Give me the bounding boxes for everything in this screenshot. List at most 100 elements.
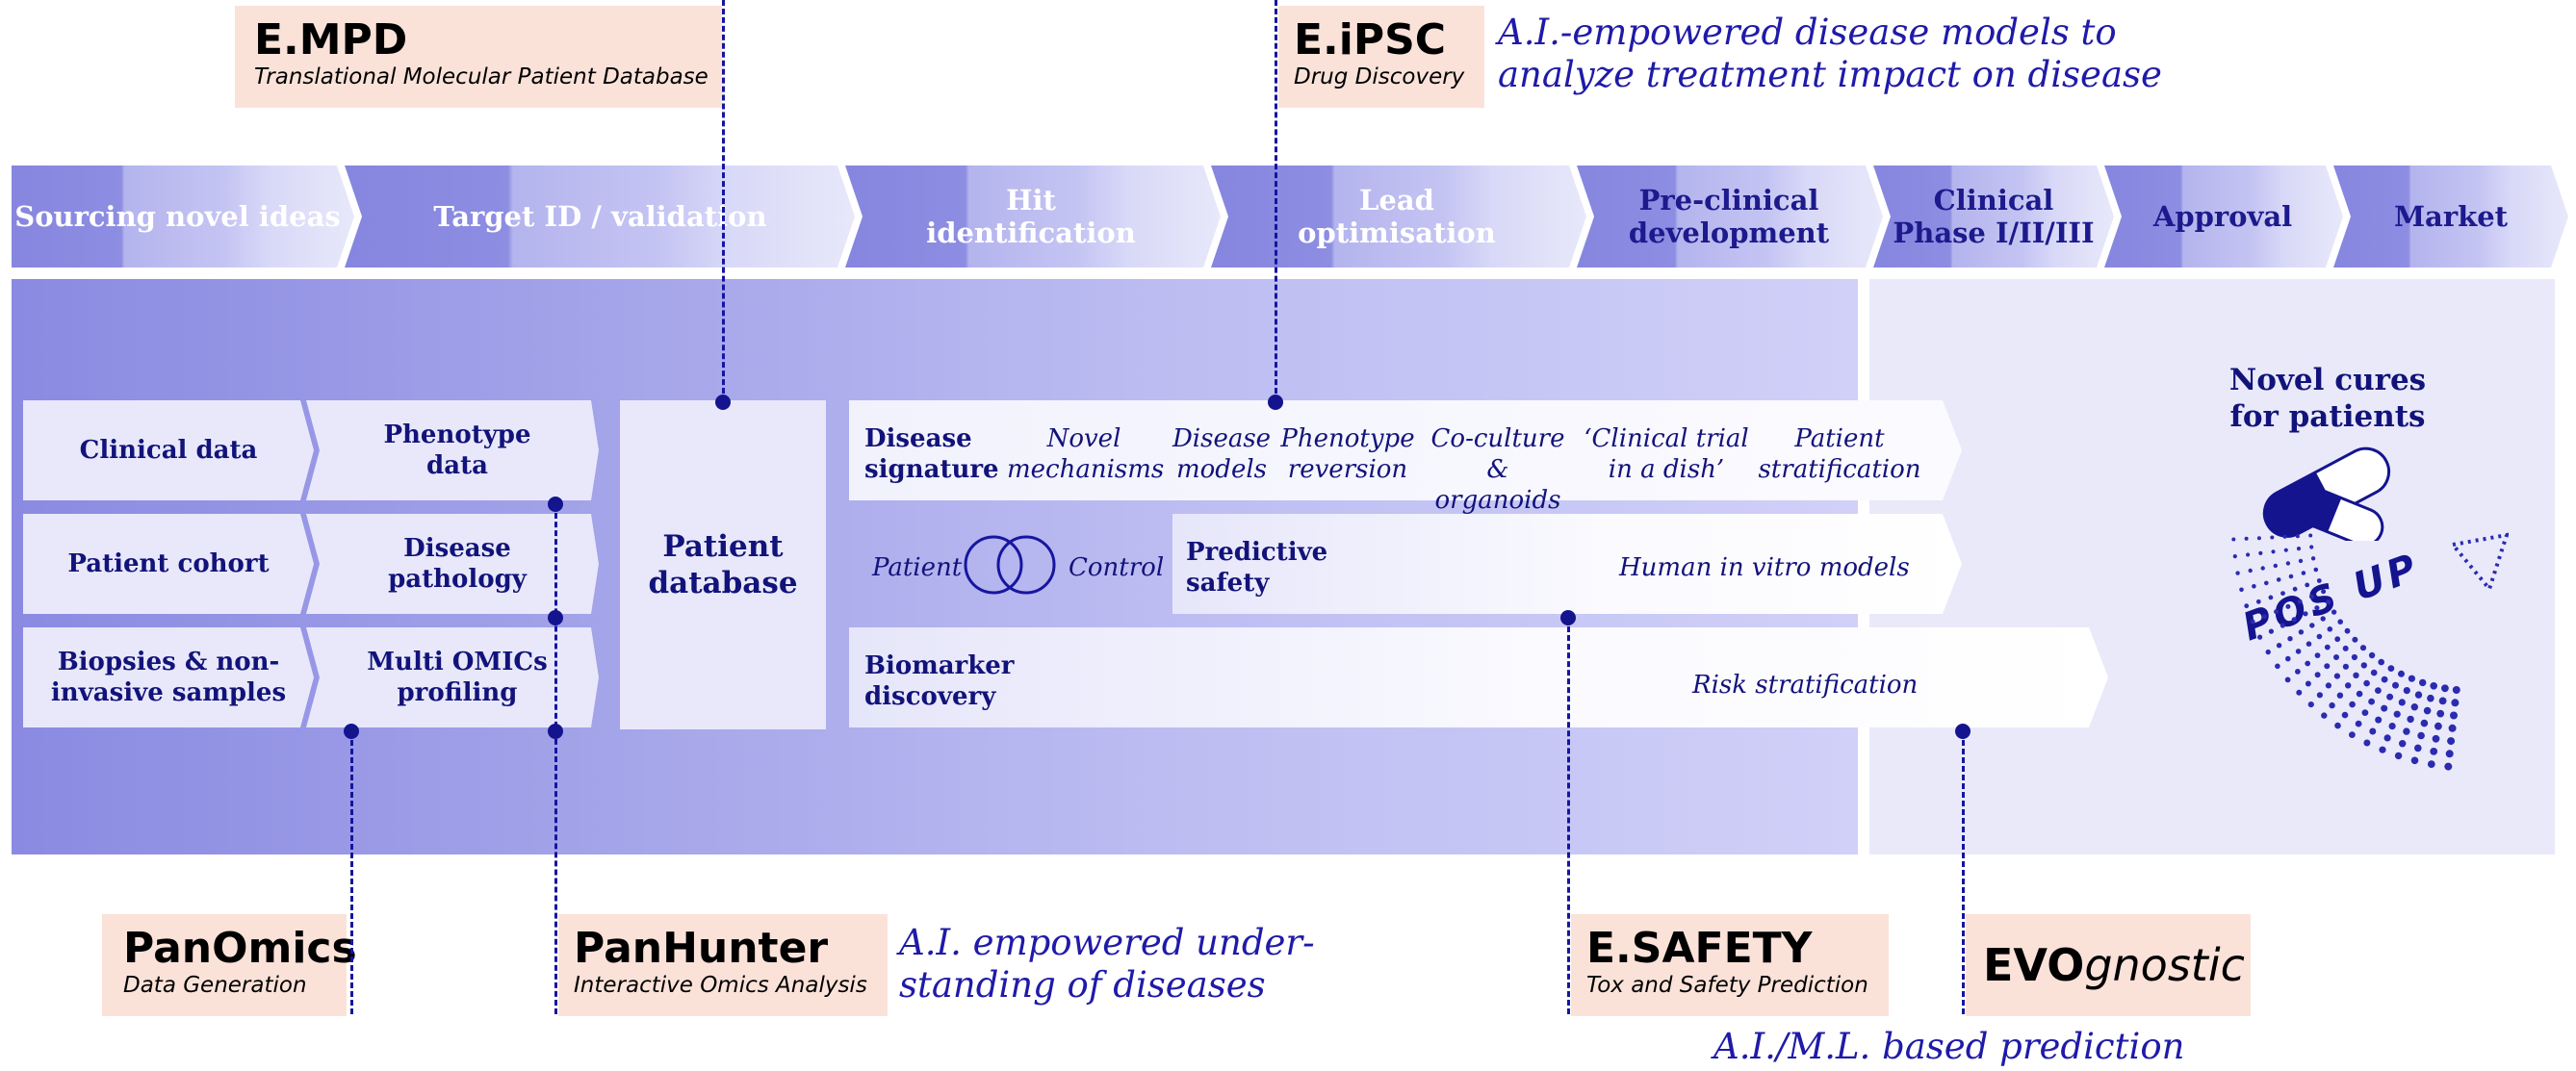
arrow-dot — [2310, 556, 2316, 561]
source-patient-cohort: Patient cohort — [67, 549, 270, 578]
connector-dot-omics — [548, 724, 563, 739]
arrow-dot — [2257, 634, 2263, 640]
arrow-dot — [2248, 568, 2253, 574]
venn-control-label: Control — [1069, 553, 1165, 582]
arrow-dot — [2410, 756, 2419, 765]
arrow-dot — [2268, 595, 2274, 600]
arrow-dot — [2232, 554, 2237, 559]
arrow-dot — [2394, 752, 2403, 760]
arrow-dot — [2361, 709, 2369, 716]
arrow-dot — [2258, 550, 2263, 555]
arrow-dot — [2324, 644, 2331, 650]
arrow-dot — [2363, 739, 2371, 747]
arrow-dot — [2261, 614, 2267, 620]
connector-dot-esafety — [1560, 610, 1576, 625]
arrow-dot — [2363, 679, 2370, 687]
arrow-dot — [2309, 545, 2314, 549]
sig-item-coculture: Co-culture& organoids — [1430, 424, 1565, 515]
stage-label-sourcing: Sourcing novel ideas — [14, 200, 341, 233]
human-in-vitro-models: Human in vitro models — [1619, 553, 1910, 582]
arrow-dot — [2250, 619, 2255, 625]
tool-panomics-name: PanOmics — [123, 924, 357, 973]
stage-arrow-2 — [345, 166, 855, 268]
arrow-dot — [2386, 693, 2394, 701]
connector-empd — [722, 0, 725, 402]
arrow-dot — [2316, 633, 2323, 640]
risk-stratification: Risk stratification — [1692, 671, 1919, 700]
connector-dot-empd — [715, 395, 731, 410]
connector-evognostic — [1962, 731, 1965, 1014]
stage-arrows — [12, 166, 2568, 268]
evognostic-italic: gnostic — [2084, 939, 2245, 991]
arrow-dot — [2360, 662, 2367, 669]
arrow-dot — [2295, 649, 2302, 654]
arrow-dot — [2327, 626, 2333, 632]
arrow-dot — [2414, 691, 2423, 699]
arrow-dot — [2383, 734, 2391, 742]
arrow-dot — [2414, 744, 2422, 752]
arrow-dot — [2270, 535, 2275, 540]
arrow-dot — [2325, 682, 2331, 689]
connector-dot-eipsc — [1268, 395, 1283, 410]
market-panel — [1869, 279, 2555, 854]
aiml-description: A.I./M.L. based prediction — [1713, 1026, 2185, 1067]
arrow-dot — [2441, 684, 2449, 693]
arrow-dot — [2359, 645, 2367, 651]
arrow-dot — [2432, 734, 2440, 743]
arrow-dot — [2321, 712, 2328, 719]
arrow-dot — [2276, 643, 2282, 649]
arrow-dot — [2252, 584, 2256, 589]
source-chevrons — [23, 400, 599, 727]
arrow-dot — [2342, 663, 2349, 670]
pill-capsule-icon — [2262, 446, 2391, 541]
arrow-dot — [2285, 655, 2291, 662]
stage-arrow-6 — [1873, 166, 2114, 268]
arrow-dot — [2274, 609, 2280, 615]
tool-esafety-sub: Tox and Safety Prediction — [1586, 973, 1868, 998]
arrow-dot — [2375, 687, 2382, 694]
stage-arrow-5 — [1577, 166, 1883, 268]
arrow-dot — [2448, 724, 2457, 732]
arrow-dot — [2452, 686, 2460, 694]
arrow-head — [2449, 532, 2509, 594]
arrow-dot — [2356, 690, 2363, 698]
arrow-dot — [2285, 561, 2291, 566]
arrow-dot — [2337, 619, 2343, 625]
arrow-dot — [2423, 706, 2432, 715]
arrow-dot — [2403, 687, 2410, 695]
arrow-dot — [2352, 636, 2358, 643]
tool-esafety-name: E.SAFETY — [1586, 924, 1813, 973]
arrow-dot — [2288, 574, 2294, 579]
arrow-dot — [2368, 698, 2375, 705]
arrow-dot — [2331, 609, 2337, 615]
arrow-dot — [2308, 594, 2314, 599]
arrow-dot — [2265, 649, 2271, 655]
arrow-dot — [2370, 669, 2378, 676]
arrow-dot — [2316, 692, 2323, 699]
arrow-dot — [2334, 636, 2341, 643]
arrow-dot — [2342, 645, 2349, 651]
arrow-dot — [2271, 549, 2276, 554]
stage-arrow-7 — [2104, 166, 2343, 268]
arrow-dot — [2430, 748, 2438, 755]
arrow-dot — [2292, 586, 2298, 592]
arrow-dot — [2321, 589, 2327, 595]
arrow-dot — [2408, 675, 2415, 682]
arrow-dot — [2260, 566, 2265, 571]
type-chevron-phenotype — [306, 400, 599, 500]
stage-arrow-4 — [1211, 166, 1586, 268]
arrow-dot — [2283, 548, 2288, 552]
arrow-dot — [2297, 599, 2303, 604]
arrow-dot — [2280, 591, 2285, 596]
arrow-dot — [2295, 534, 2300, 539]
arrow-dot — [2419, 678, 2427, 687]
tool-esafety: E.SAFETY Tox and Safety Prediction — [1571, 914, 1889, 1016]
arrow-dot — [2303, 611, 2308, 617]
arrow-dot — [2430, 682, 2437, 690]
